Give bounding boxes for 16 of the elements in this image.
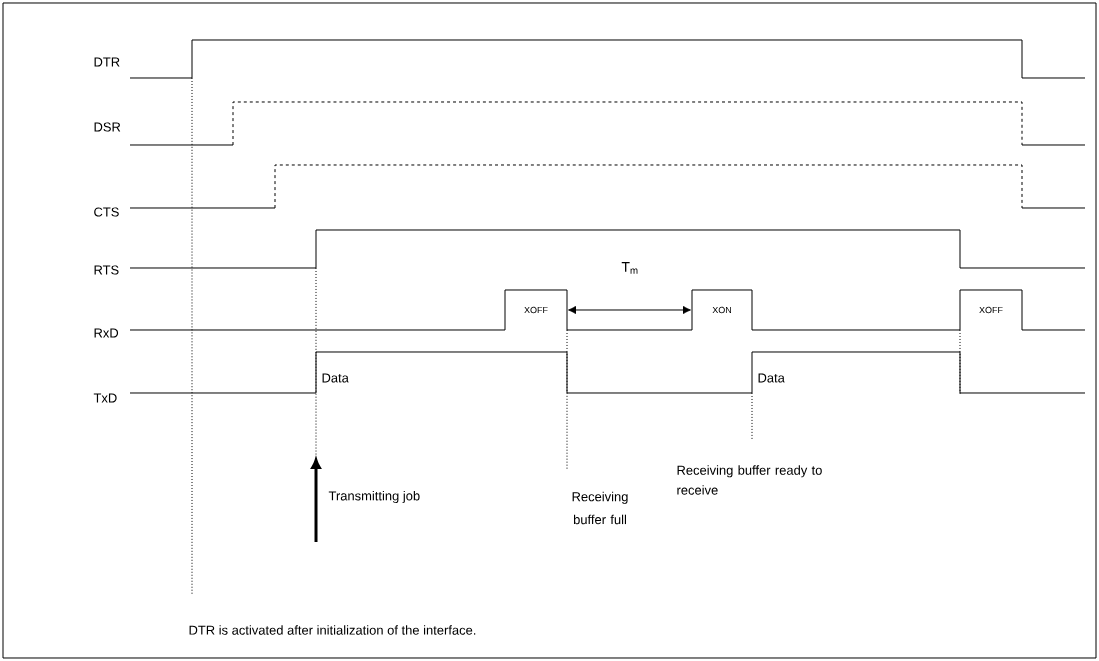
- event-label: Transmitting job: [328, 490, 420, 504]
- signal-label: RTS: [94, 265, 119, 275]
- data-label: Data: [758, 373, 785, 383]
- event-label: Receiving buffer ready to receive: [677, 465, 822, 495]
- signal-label: DSR: [94, 122, 121, 132]
- signal-label: RxD: [94, 328, 119, 338]
- dimension-label: T$_{m}$: [621, 262, 638, 274]
- data-label: Data: [322, 373, 349, 383]
- pulse-label: XOFF: [524, 306, 548, 314]
- pulse-label: XOFF: [979, 306, 1003, 314]
- note-text: DTR is activated after initialization of the interface.: [189, 625, 476, 635]
- pulse-label: XON: [712, 306, 731, 314]
- signal-label: TxD: [93, 393, 117, 403]
- signal-label: DTR: [94, 57, 120, 67]
- event-label: Receiving buffer full: [572, 491, 628, 525]
- signal-label: CTS: [94, 207, 119, 217]
